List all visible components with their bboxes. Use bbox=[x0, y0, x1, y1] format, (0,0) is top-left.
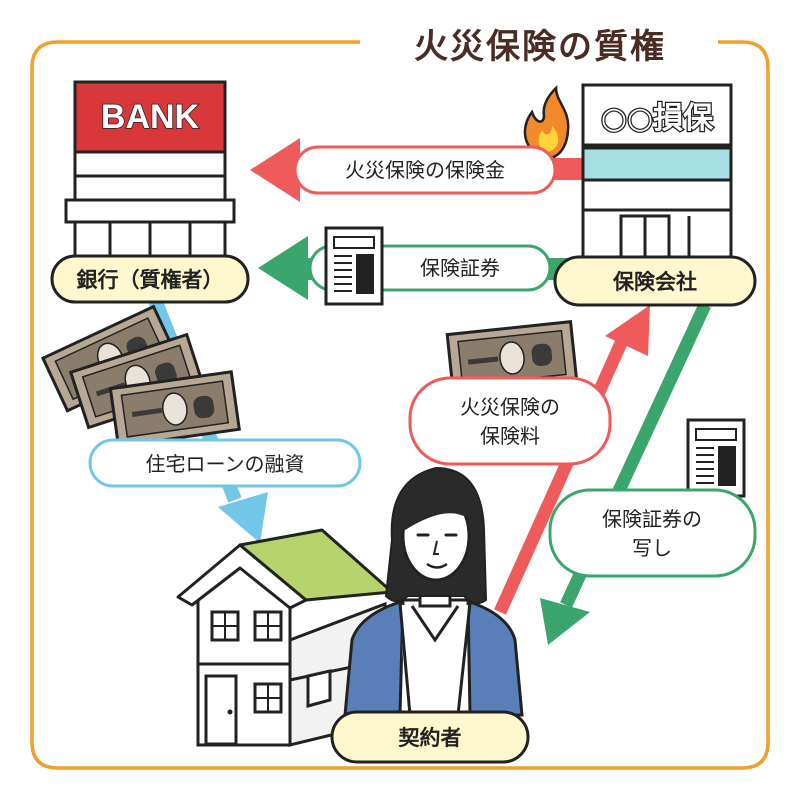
premium-label-line2: 保険料 bbox=[480, 424, 540, 448]
bank-building bbox=[64, 80, 236, 266]
insurer-label: 保険会社 bbox=[612, 270, 697, 294]
bank-sign: BANK bbox=[101, 98, 200, 136]
insurer-sign: ○○損保 bbox=[601, 101, 714, 136]
payout-label-pill bbox=[293, 145, 557, 195]
banknote-icon bbox=[445, 320, 579, 396]
outer-frame bbox=[30, 40, 770, 770]
insurer-label-pill bbox=[553, 255, 757, 307]
contractor-label-pill bbox=[330, 710, 530, 764]
copy-label-pill bbox=[548, 488, 757, 578]
loan-label: 住宅ローンの融資 bbox=[146, 452, 305, 476]
contractor-label: 契約者 bbox=[398, 726, 462, 750]
insurer-building bbox=[581, 83, 733, 264]
copy-label-line1: 保険証券の bbox=[602, 507, 702, 531]
copy-label-line2: 写し bbox=[632, 536, 672, 560]
flame-icon bbox=[523, 84, 570, 160]
diagram-title: 火災保険の質権 bbox=[414, 27, 666, 67]
premium-label-line1: 火災保険の bbox=[460, 395, 560, 419]
document-icon bbox=[686, 418, 746, 498]
banknote-icon bbox=[40, 304, 241, 448]
person-icon bbox=[343, 466, 524, 717]
certificate-label: 保険証券 bbox=[420, 256, 500, 280]
bank-label: 銀行（質権者） bbox=[77, 268, 224, 292]
document-icon bbox=[324, 226, 384, 306]
bank-label-pill bbox=[50, 254, 250, 304]
payout-label: 火災保険の保険金 bbox=[345, 158, 505, 182]
premium-label-pill bbox=[408, 376, 612, 466]
premium-arrow bbox=[494, 305, 650, 615]
loan-label-pill bbox=[88, 438, 362, 488]
